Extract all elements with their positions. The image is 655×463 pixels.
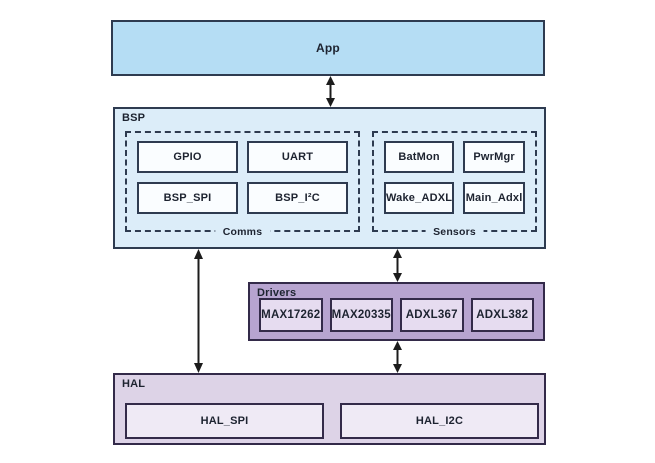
module-bsp-spi: BSP_SPI (137, 182, 238, 214)
driver-max20335-label: MAX20335 (331, 309, 391, 321)
sensors-group: BatMon PwrMgr Wake_ADXL Main_Adxl Sensor… (372, 131, 537, 238)
module-gpio: GPIO (137, 141, 238, 173)
module-pwrmgr-label: PwrMgr (473, 151, 515, 163)
module-hal-i2c-label: HAL_I2C (415, 415, 464, 427)
module-hal-spi: HAL_SPI (125, 403, 324, 439)
app-layer-block: App (111, 20, 545, 76)
hal-layer-label: HAL (122, 378, 146, 390)
module-wake-adxl: Wake_ADXL (384, 182, 455, 214)
hal-layer-block: HAL HAL_SPI HAL_I2C (113, 373, 546, 445)
drivers-layer-block: Drivers MAX17262 MAX20335 ADXL367 ADXL38… (248, 282, 545, 341)
arrow-bsp-drivers (393, 249, 402, 282)
module-uart: UART (247, 141, 348, 173)
module-pwrmgr: PwrMgr (463, 141, 525, 173)
driver-max17262: MAX17262 (259, 298, 323, 332)
driver-adxl367-label: ADXL367 (405, 309, 458, 321)
module-bsp-i2c: BSP_I²C (247, 182, 348, 214)
drivers-row: MAX17262 MAX20335 ADXL367 ADXL382 (259, 298, 534, 332)
module-main-adxl-label: Main_Adxl (465, 192, 523, 204)
driver-adxl382-label: ADXL382 (476, 309, 529, 321)
driver-adxl367: ADXL367 (400, 298, 464, 332)
module-uart-label: UART (281, 151, 314, 163)
module-hal-spi-label: HAL_SPI (200, 415, 249, 427)
driver-max17262-label: MAX17262 (261, 309, 321, 321)
bsp-layer-label: BSP (122, 112, 146, 124)
arrow-bsp-hal (194, 249, 203, 373)
driver-max20335: MAX20335 (329, 298, 393, 332)
module-gpio-label: GPIO (173, 151, 202, 163)
module-main-adxl: Main_Adxl (463, 182, 525, 214)
drivers-layer-label: Drivers (257, 287, 297, 299)
driver-adxl382: ADXL382 (470, 298, 534, 332)
module-bsp-i2c-label: BSP_I²C (275, 192, 320, 204)
comms-group: GPIO UART BSP_SPI BSP_I²C Comms (125, 131, 360, 238)
module-hal-i2c: HAL_I2C (340, 403, 539, 439)
module-batmon-label: BatMon (398, 151, 440, 163)
comms-group-label: Comms (214, 226, 271, 238)
module-wake-adxl-label: Wake_ADXL (386, 192, 453, 204)
arrow-drivers-hal (393, 341, 402, 373)
bsp-layer-block: BSP GPIO UART BSP_SPI BSP_I²C Comms BatM… (113, 107, 546, 249)
sensors-group-label: Sensors (425, 226, 484, 238)
module-batmon: BatMon (384, 141, 455, 173)
arrow-app-bsp (326, 76, 335, 107)
app-layer-label: App (316, 41, 340, 55)
module-bsp-spi-label: BSP_SPI (163, 192, 212, 204)
